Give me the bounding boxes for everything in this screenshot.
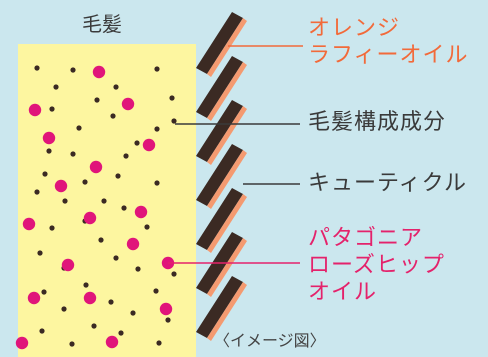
hair-title: 毛髪 (82, 12, 122, 36)
component-dot (98, 237, 104, 243)
rosehip-oil-dot (22, 217, 36, 231)
component-dot (37, 250, 43, 256)
rosehip-line-3: オイル (308, 280, 378, 305)
component-dot (49, 106, 55, 112)
component-dot (69, 341, 75, 347)
component-dot (61, 306, 67, 312)
image-caption: 〈イメージ図〉 (214, 331, 326, 350)
rosehip-oil-dot (89, 160, 103, 174)
rosehip-oil-dot (61, 258, 75, 272)
rosehip-oil-dot (159, 302, 173, 316)
component-dot (46, 148, 52, 154)
component-dot (39, 328, 45, 334)
hair-components-label: 毛髪構成成分 (308, 110, 447, 135)
component-dot (94, 97, 100, 103)
oil-coating (207, 238, 247, 297)
rosehip-oil-dot (83, 291, 97, 305)
component-dot (49, 225, 55, 231)
component-dot (154, 126, 160, 132)
rosehip-oil-dot (27, 291, 41, 305)
component-dot (91, 323, 97, 329)
component-dot (110, 113, 116, 119)
rosehip-oil-dot (121, 97, 135, 111)
component-dot (169, 95, 175, 101)
cuticle-scale (196, 100, 243, 162)
component-dot (118, 330, 124, 336)
rosehip-oil-dot (54, 179, 68, 193)
cuticle-layers (196, 12, 247, 341)
component-dot (134, 140, 140, 146)
component-dot (121, 205, 127, 211)
rosehip-oil-label: パタゴニアローズヒップオイル (308, 225, 445, 306)
cuticle-scale (196, 188, 243, 250)
cuticle-scale (196, 144, 243, 206)
component-dot (82, 179, 88, 185)
component-dot (113, 84, 119, 90)
component-dot (165, 317, 171, 323)
cuticle-scale (196, 56, 243, 118)
component-dot (34, 65, 40, 71)
rosehip-oil-dot (126, 237, 140, 251)
rosehip-line-2: ローズヒップ (308, 253, 445, 278)
component-dot (34, 189, 40, 195)
component-dot (156, 340, 162, 346)
hair-particles (15, 65, 177, 350)
orange-oil-line-1: オレンジ (308, 16, 401, 41)
component-dot (123, 153, 129, 159)
orange-oil-line-2: ラフィーオイル (308, 43, 469, 68)
component-dot (76, 125, 82, 131)
component-dot (153, 288, 159, 294)
component-dot (171, 271, 177, 277)
oil-coating (207, 194, 247, 253)
cuticle-scale (196, 12, 243, 74)
component-dot (70, 67, 76, 73)
rosehip-line-1: パタゴニア (308, 226, 424, 251)
component-dot (135, 266, 141, 272)
rosehip-oil-dot (92, 65, 106, 79)
component-dot (115, 173, 121, 179)
component-dot (171, 118, 177, 124)
cuticle-scale (196, 276, 243, 338)
rosehip-oil-dot (105, 335, 119, 349)
component-dot (42, 171, 48, 177)
component-dot (144, 224, 150, 230)
component-dot (83, 282, 89, 288)
rosehip-oil-dot (134, 205, 148, 219)
component-dot (62, 198, 68, 204)
component-dot (53, 84, 59, 90)
oil-coating (207, 150, 247, 209)
oil-coating (207, 106, 247, 165)
oil-coating (207, 62, 247, 121)
rosehip-oil-dot (42, 131, 56, 145)
orange-raffee-oil-label: オレンジラフィーオイル (308, 15, 469, 69)
rosehip-oil-dot (83, 211, 97, 225)
cuticle-label: キューティクル (308, 171, 468, 196)
component-dot (154, 66, 160, 72)
component-dot (41, 289, 47, 295)
component-dot (130, 310, 136, 316)
rosehip-oil-dot (142, 138, 156, 152)
oil-coating (207, 18, 247, 77)
component-dot (154, 180, 160, 186)
component-dot (70, 151, 76, 157)
rosehip-oil-dot (15, 336, 29, 350)
leader-lines (168, 45, 303, 264)
rosehip-oil-dot (28, 103, 42, 117)
component-dot (101, 198, 107, 204)
component-dot (108, 299, 114, 305)
component-dot (113, 255, 119, 261)
oil-coating (207, 282, 247, 341)
